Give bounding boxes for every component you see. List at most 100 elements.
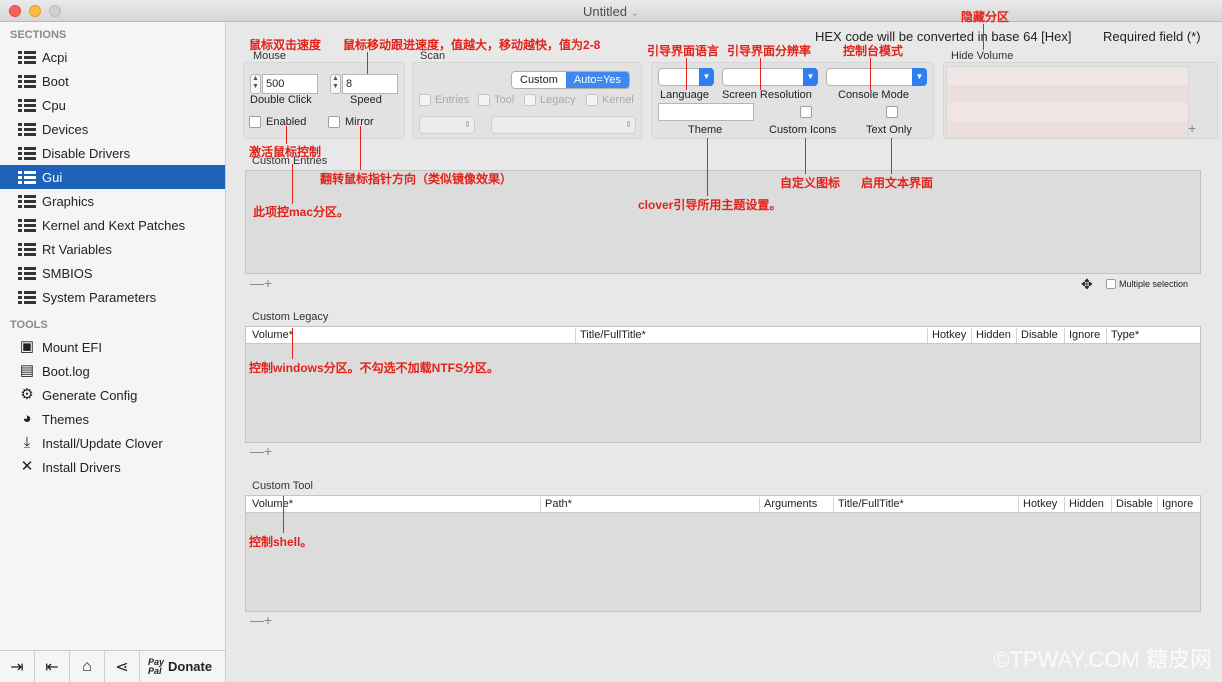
custom-tool-remove-button[interactable]: — [250, 612, 264, 628]
scan-kernel-checkbox[interactable] [586, 94, 598, 106]
annotation-arrow [367, 52, 368, 74]
enabled-checkbox[interactable] [249, 116, 261, 128]
tool-mount-efi[interactable]: ▣Mount EFI [0, 335, 225, 359]
column-header[interactable]: Arguments [760, 497, 834, 512]
home-button[interactable]: ⌂ [70, 651, 105, 682]
screen-resolution-popup[interactable]: ▼ [722, 68, 818, 86]
tool-install-update-clover[interactable]: ⤓ Install/Update Clover [0, 431, 225, 455]
sidebar-item-system-parameters[interactable]: System Parameters [0, 285, 225, 309]
scan-auto-segment[interactable]: Auto=Yes [565, 72, 629, 88]
sidebar-item-graphics[interactable]: Graphics [0, 189, 225, 213]
column-header[interactable]: Hidden [1065, 497, 1112, 512]
sidebar-item-cpu[interactable]: Cpu [0, 93, 225, 117]
annotation-arrow [707, 138, 708, 196]
scan-kernel-popup[interactable]: ⇕ [491, 116, 636, 134]
custom-legacy-add-button[interactable]: + [264, 443, 273, 459]
column-header[interactable]: Disable [1112, 497, 1158, 512]
scan-entries-checkbox[interactable] [419, 94, 431, 106]
tool-boot-log[interactable]: ▤ Boot.log [0, 359, 225, 383]
annotation-tool: 控制shell。 [249, 535, 313, 549]
custom-tool-table[interactable]: Volume* Path* Arguments Title/FullTitle*… [245, 495, 1201, 612]
double-click-field[interactable]: 500 [262, 74, 318, 94]
column-header[interactable]: Volume* [248, 497, 541, 512]
column-header[interactable]: Disable [1017, 328, 1065, 343]
home-icon: ⌂ [82, 657, 92, 675]
column-header[interactable]: Title/FullTitle* [834, 497, 1019, 512]
custom-legacy-table[interactable]: Volume* Title/FullTitle* Hotkey Hidden D… [245, 326, 1201, 443]
mirror-checkbox[interactable] [328, 116, 340, 128]
scan-kernel-label: Kernel [602, 94, 634, 106]
column-header[interactable]: Ignore [1162, 498, 1194, 510]
wrench-icon: ✕ [20, 458, 34, 475]
custom-entries-add-button[interactable]: + [264, 275, 273, 291]
scan-legacy-checkbox[interactable] [524, 94, 536, 106]
column-header[interactable]: Title/FullTitle* [576, 328, 928, 343]
tool-themes[interactable]: ◕Themes [0, 407, 225, 431]
custom-entries-table[interactable] [245, 170, 1201, 274]
sidebar-item-kernel-kext-patches[interactable]: Kernel and Kext Patches [0, 213, 225, 237]
tool-label: Boot.log [42, 363, 90, 379]
sidebar-item-boot[interactable]: Boot [0, 69, 225, 93]
sidebar-item-smbios[interactable]: SMBIOS [0, 261, 225, 285]
column-header[interactable]: Hotkey [928, 328, 972, 343]
list-icon [18, 169, 36, 185]
tool-generate-config[interactable]: ⚙Generate Config [0, 383, 225, 407]
scan-custom-segment[interactable]: Custom [512, 72, 566, 88]
move-icon[interactable]: ✥ [1081, 276, 1093, 292]
import-icon: ⇥ [10, 658, 24, 676]
custom-tool-add-button[interactable]: + [264, 612, 273, 628]
tool-label: Generate Config [42, 387, 138, 403]
list-icon [18, 121, 36, 137]
close-window-button[interactable] [9, 5, 21, 17]
export-button[interactable]: ⇤ [35, 651, 70, 682]
sidebar-item-devices[interactable]: Devices [0, 117, 225, 141]
document-icon: ▤ [19, 362, 35, 379]
sidebar-item-disable-drivers[interactable]: Disable Drivers [0, 141, 225, 165]
column-header[interactable]: Type* [1111, 329, 1140, 341]
minimize-window-button[interactable] [29, 5, 41, 17]
column-header[interactable]: Volume* [248, 328, 576, 343]
theme-field[interactable] [658, 103, 754, 121]
required-note: Required field (*) [1103, 29, 1201, 44]
multiple-selection-checkbox[interactable] [1106, 279, 1116, 289]
list-icon [18, 265, 36, 281]
sidebar-item-rt-variables[interactable]: Rt Variables [0, 237, 225, 261]
column-header[interactable]: Path* [541, 497, 760, 512]
tool-install-drivers[interactable]: ✕Install Drivers [0, 455, 225, 479]
speed-stepper[interactable]: ▲▼ [330, 74, 341, 94]
hide-volume-list[interactable] [946, 66, 1189, 138]
annotation-arrow [870, 58, 871, 90]
custom-entries-remove-button[interactable]: — [250, 275, 264, 291]
custom-legacy-remove-button[interactable]: — [250, 443, 264, 459]
console-mode-popup[interactable]: ▼ [826, 68, 927, 86]
scan-legacy-popup[interactable]: ⇕ [419, 116, 475, 134]
double-click-stepper[interactable]: ▲▼ [250, 74, 261, 94]
list-icon [18, 193, 36, 209]
sidebar-item-acpi[interactable]: Acpi [0, 45, 225, 69]
title-chevron-icon[interactable]: ⌄ [630, 8, 640, 19]
download-icon: ⤓ [23, 434, 31, 451]
column-header[interactable]: Hotkey [1019, 497, 1065, 512]
sidebar-item-label: System Parameters [42, 289, 157, 305]
chevron-updown-icon: ⇕ [625, 120, 632, 129]
hide-volume-add-button[interactable]: + [1188, 120, 1197, 136]
import-button[interactable]: ⇥ [0, 651, 35, 682]
sidebar-item-label: Disable Drivers [42, 145, 131, 161]
list-icon [18, 289, 36, 305]
custom-tool-header: Volume* Path* Arguments Title/FullTitle*… [246, 496, 1200, 513]
speed-field[interactable]: 8 [342, 74, 398, 94]
custom-icons-checkbox[interactable] [800, 106, 812, 118]
zoom-window-button[interactable] [49, 5, 61, 17]
share-button[interactable]: ⋖ [105, 651, 140, 682]
hide-volume-label: Hide Volume [951, 50, 1014, 62]
column-header[interactable]: Ignore [1065, 328, 1107, 343]
text-only-checkbox[interactable] [886, 106, 898, 118]
sidebar-item-gui[interactable]: Gui [0, 165, 225, 189]
column-header[interactable]: Hidden [972, 328, 1017, 343]
scan-tool-checkbox[interactable] [478, 94, 490, 106]
sidebar-item-label: Gui [42, 169, 63, 185]
export-icon: ⇤ [45, 658, 59, 676]
tool-label: Install/Update Clover [42, 435, 163, 451]
